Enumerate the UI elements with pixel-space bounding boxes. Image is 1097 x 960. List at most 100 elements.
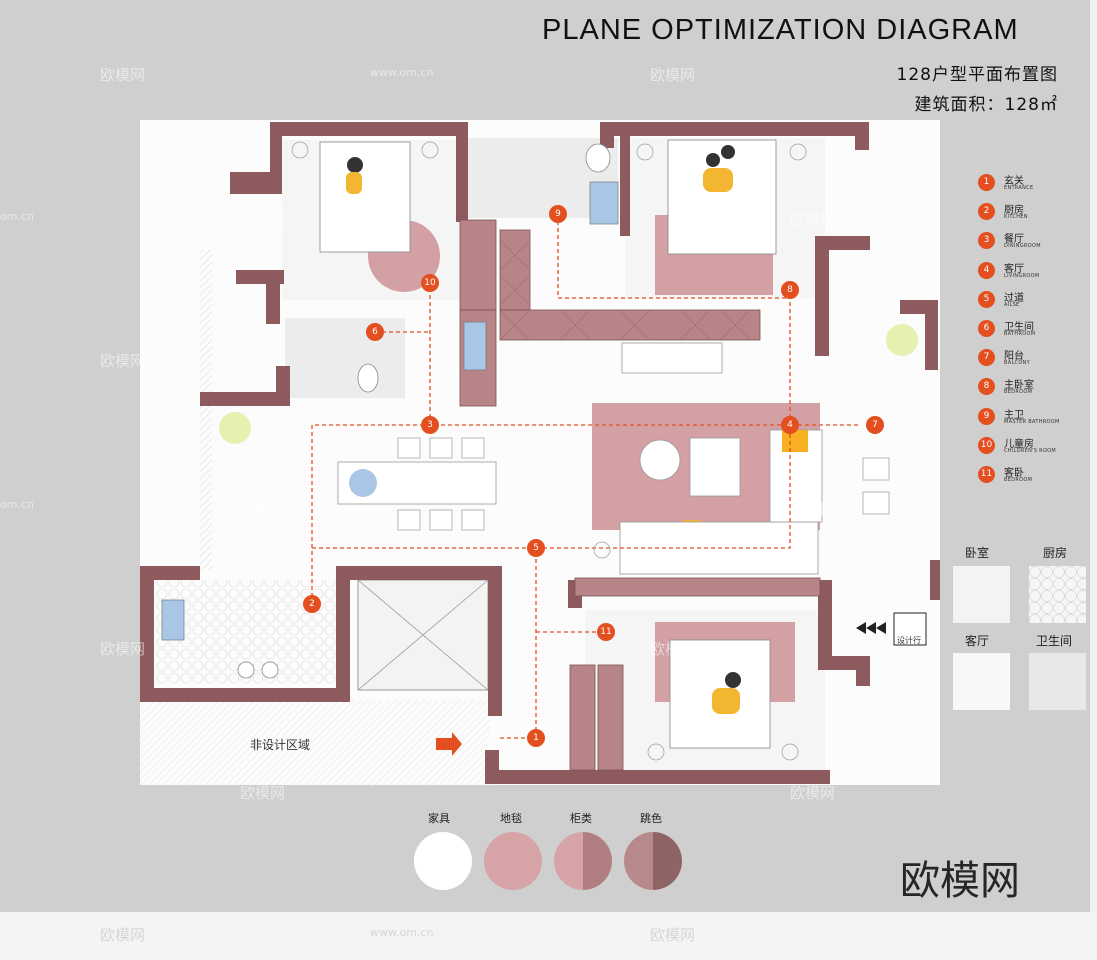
room-marker: 4 (781, 416, 799, 434)
master-bed (667, 139, 777, 255)
legend-label-cn: 厨房 (1004, 205, 1024, 217)
toilet-master (585, 143, 611, 173)
material-label-accent: 跳色 (640, 812, 662, 825)
legend-number: 3 (978, 232, 995, 250)
room-marker: 2 (303, 595, 321, 613)
stool-b (862, 491, 890, 515)
watermark-brand: 欧模网 (790, 210, 836, 228)
bottom-strip: 欧模网 www.om.cn 欧模网 (0, 912, 1097, 960)
legend-label-cn: 玄关 (1004, 176, 1024, 187)
dining-chairs (397, 437, 485, 531)
stool-a (862, 457, 890, 481)
legend-label-cn: 过道 (1004, 292, 1024, 304)
design-line-arrow-1 (856, 622, 866, 634)
swatch-bedroom (953, 566, 1010, 623)
entry-arrow (436, 732, 462, 756)
design-line-arrow-2 (866, 622, 876, 634)
diagram-subtitle-area: 建筑面积：128㎡ (914, 95, 1058, 115)
watermark-brand: 欧模网 (790, 500, 836, 518)
legend-label-en: KITCHEN (1004, 214, 1028, 221)
bathtub-common (463, 321, 487, 371)
legend-label-en: BEDROOM (1004, 476, 1033, 483)
plant-right (886, 324, 918, 356)
bathroom-floor (285, 318, 405, 398)
room-marker: 7 (866, 416, 884, 434)
legend-number: 1 (978, 174, 995, 191)
room-marker: 9 (549, 205, 567, 223)
legend-label-cn: 主卧室 (1004, 380, 1034, 392)
master-figure-body (703, 168, 733, 192)
legend-label-cn: 主卫 (1004, 409, 1024, 421)
legend-number: 7 (978, 349, 995, 367)
legend-label-en: BEDROOM (1004, 389, 1033, 396)
bathtub-master (589, 181, 619, 225)
coffee-table-round (639, 439, 681, 481)
outer-hatch-left (200, 250, 212, 570)
floor-plan (140, 120, 940, 785)
room-marker: 5 (527, 539, 545, 557)
legend-label-cn: 阳台 (1004, 351, 1024, 363)
swatch-label-bedroom: 卧室 (965, 546, 990, 560)
legend-number: 2 (978, 203, 995, 221)
kitchen-sink (161, 599, 185, 641)
legend-label-en: LIVINGROOM (1004, 272, 1040, 279)
child-bed (319, 141, 411, 253)
side-table (782, 430, 808, 452)
child-figure-body (346, 172, 362, 194)
design-line-label: 设计行 (897, 636, 921, 645)
material-cabinet (554, 832, 612, 890)
diagram-board: PLANE OPTIMIZATION DIAGRAM 128户型平面布置图 建筑… (0, 0, 1090, 912)
watermark-brand: 欧模网 (790, 784, 836, 802)
swatch-living (953, 653, 1010, 710)
legend-number: 4 (978, 261, 995, 279)
legend-label-cn: 客厅 (1004, 263, 1024, 275)
legend-label-en: BALCONY (1004, 360, 1030, 367)
watermark-url-fragment: om.cn (0, 210, 34, 223)
legend-number: 9 (978, 407, 995, 425)
cabinets (459, 219, 821, 771)
diagram-title: PLANE OPTIMIZATION DIAGRAM (542, 14, 1019, 46)
watermark-url: www.om.cn (370, 66, 434, 79)
watermark-brand: 欧模网 (650, 66, 696, 84)
watermark-url: www.om.cn (370, 926, 434, 939)
swatch-bathroom (1029, 653, 1086, 710)
legend-label-en: MASTER BATHROOM (1004, 418, 1060, 425)
legend-label-en: CHILDREN'S ROOM (1004, 447, 1057, 454)
watermark-brand: 欧模网 (650, 640, 696, 658)
walls (140, 122, 940, 784)
room-marker: 6 (366, 323, 384, 341)
watermark-brand: 欧模网 (650, 926, 696, 944)
swatch-label-kitchen: 厨房 (1043, 546, 1068, 560)
circulation-lines (311, 214, 860, 739)
child-figure (347, 157, 363, 173)
watermark-brand: 欧模网 (100, 640, 146, 658)
plant-left (219, 412, 251, 444)
guest-figure (725, 672, 741, 688)
design-line-arrow-3 (876, 622, 886, 634)
design-line-box (893, 612, 927, 646)
legend-number: 8 (978, 378, 995, 396)
room-marker: 3 (421, 416, 439, 434)
non-design-area (140, 700, 490, 785)
watermark-brand: 欧模网 (240, 210, 286, 228)
watermark-brand: 欧模网 (240, 784, 286, 802)
legend-label-cn: 儿童房 (1004, 438, 1034, 450)
legend-label-cn: 餐厅 (1004, 234, 1024, 246)
legend-label-en: AILSE (1004, 301, 1020, 308)
room-marker: 11 (597, 623, 615, 641)
watermark-url-fragment: om.cn (0, 498, 34, 511)
armchair (769, 429, 823, 523)
legend-number: 5 (978, 290, 995, 308)
legend-number: 11 (978, 465, 995, 483)
toilet-common (357, 363, 379, 393)
stove-b (261, 661, 279, 679)
